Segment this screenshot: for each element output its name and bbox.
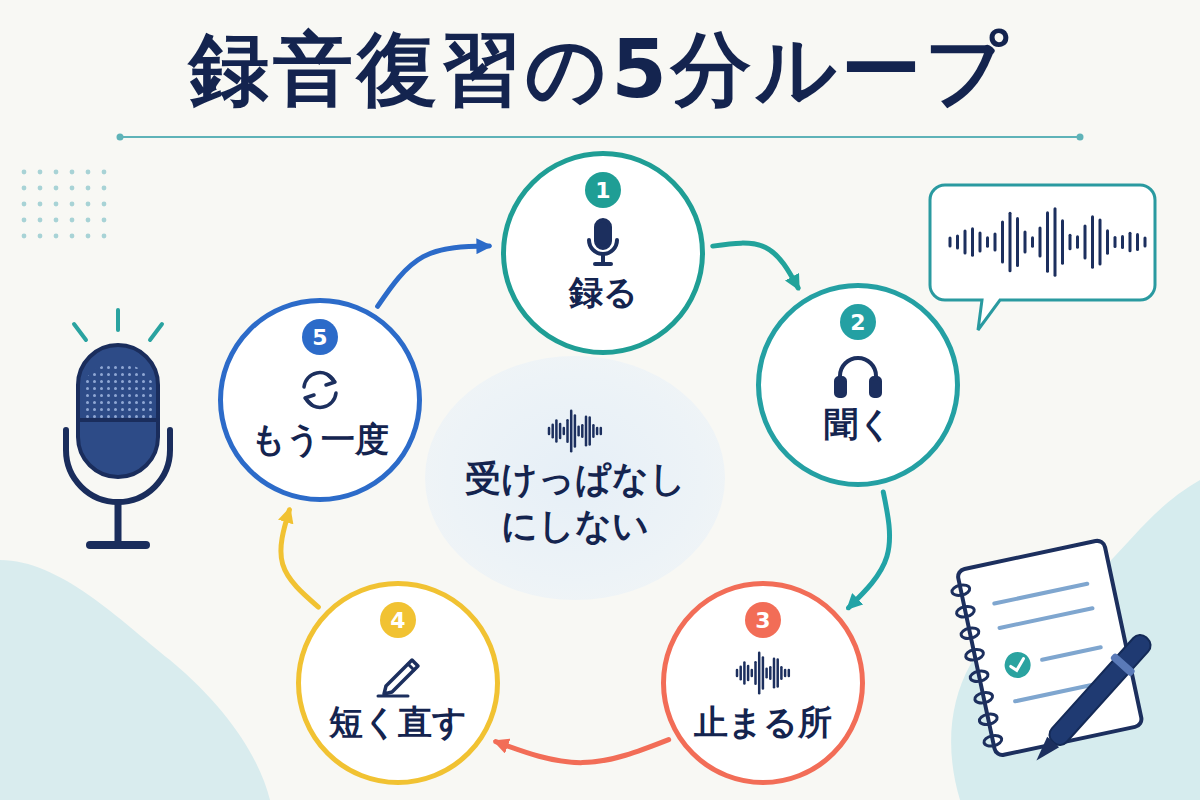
step-circle: 5 もう一度 — [218, 298, 422, 502]
center-message: 受けっぱなし にしない — [425, 356, 725, 600]
pencil-icon — [368, 648, 428, 698]
step-label: 短く直す — [329, 702, 467, 743]
icon-holder — [733, 648, 793, 698]
step-label: 止まる所 — [694, 702, 832, 743]
step-circle: 4 短く直す — [296, 581, 500, 785]
background-blob — [0, 560, 270, 800]
wave-icon — [733, 648, 793, 698]
title-rule — [117, 134, 1084, 141]
icon-holder — [573, 218, 633, 268]
title: 録音復習の5分ループ — [0, 22, 1200, 118]
icon-holder — [290, 365, 350, 415]
wave-icon — [545, 406, 605, 456]
center-message-text: 受けっぱなし にしない — [457, 456, 693, 550]
step-label: 録る — [569, 272, 638, 313]
background-blob — [951, 480, 1200, 800]
step-circle: 1 録る — [501, 151, 705, 355]
refresh-icon — [290, 365, 350, 415]
step-number: 3 — [745, 602, 781, 638]
step-number: 1 — [585, 172, 621, 208]
phones-icon — [828, 350, 888, 400]
icon-holder — [828, 350, 888, 400]
icon-holder — [368, 648, 428, 698]
mic-icon — [573, 218, 633, 268]
speech-bubble — [930, 185, 1155, 330]
step-circle: 2 聞く — [756, 283, 960, 487]
step-label: もう一度 — [251, 419, 389, 460]
step-number: 4 — [380, 602, 416, 638]
dot-grid — [22, 170, 107, 239]
step-number: 5 — [302, 319, 338, 355]
step-circle: 3 止まる所 — [661, 581, 865, 785]
step-number: 2 — [840, 304, 876, 340]
loop-arrow — [281, 510, 318, 607]
loop-arrow — [849, 492, 890, 608]
notebook-illustration — [948, 539, 1157, 770]
microphone-illustration — [66, 310, 170, 545]
loop-arrow — [378, 246, 490, 306]
loop-arrow — [496, 740, 669, 763]
loop-arrow — [713, 243, 798, 288]
step-label: 聞く — [824, 404, 893, 445]
